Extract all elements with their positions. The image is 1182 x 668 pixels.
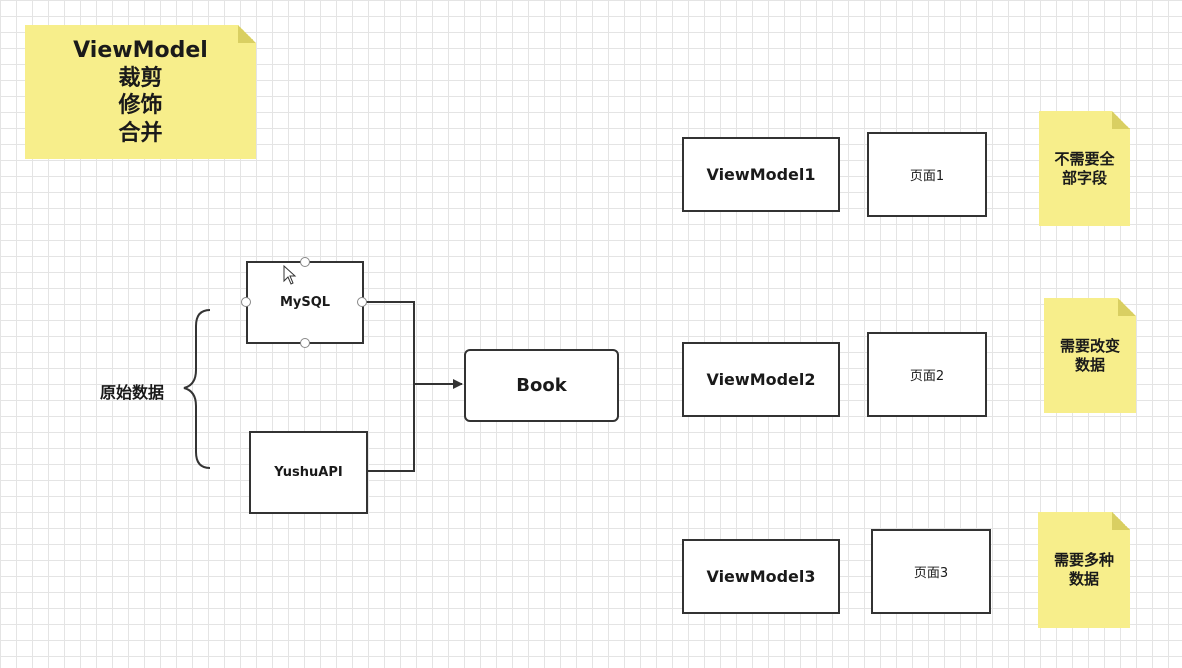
source-label: 原始数据 [100, 383, 165, 402]
side-note-3[interactable]: 需要多种 数据 [1038, 512, 1130, 628]
viewmodel-1-box[interactable]: ViewModel1 [682, 137, 840, 212]
page-3-box[interactable]: 页面3 [871, 529, 991, 614]
page-3-label: 页面3 [913, 566, 949, 581]
cursor-icon [283, 265, 297, 285]
side-note-1-fold [1112, 111, 1130, 129]
title-note-fold [238, 25, 256, 43]
viewmodel-3-label: ViewModel3 [706, 567, 816, 586]
viewmodel-1-label: ViewModel1 [706, 165, 816, 184]
yushu-api-label: YushuAPI [274, 465, 343, 480]
side-note-1[interactable]: 不需要全 部字段 [1039, 111, 1130, 226]
mysql-connector [362, 301, 415, 384]
title-note-text: ViewModel 裁剪 修饰 合并 [73, 38, 208, 146]
viewmodel-2-box[interactable]: ViewModel2 [682, 342, 840, 417]
side-note-3-fold [1112, 512, 1130, 530]
side-note-2-text: 需要改变 数据 [1059, 336, 1120, 374]
book-box[interactable]: Book [464, 349, 619, 422]
page-1-label: 页面1 [909, 169, 945, 184]
mysql-label: MySQL [279, 295, 331, 310]
viewmodel-3-box[interactable]: ViewModel3 [682, 539, 840, 614]
page-2-box[interactable]: 页面2 [867, 332, 987, 417]
mysql-box[interactable]: MySQL [246, 261, 364, 344]
side-note-2-fold [1118, 298, 1136, 316]
mysql-handle-right[interactable] [357, 297, 367, 307]
viewmodel-2-label: ViewModel2 [706, 370, 816, 389]
book-label: Book [516, 375, 567, 396]
side-note-1-text: 不需要全 部字段 [1054, 149, 1115, 187]
source-brace [183, 309, 211, 469]
mysql-handle-bottom[interactable] [300, 338, 310, 348]
mysql-handle-top[interactable] [300, 257, 310, 267]
yushu-connector [366, 384, 415, 472]
mysql-handle-left[interactable] [241, 297, 251, 307]
side-note-3-text: 需要多种 数据 [1053, 551, 1114, 588]
title-note[interactable]: ViewModel 裁剪 修饰 合并 [25, 25, 256, 159]
side-note-2[interactable]: 需要改变 数据 [1044, 298, 1136, 413]
page-1-box[interactable]: 页面1 [867, 132, 987, 217]
page-2-label: 页面2 [909, 369, 945, 384]
yushu-api-box[interactable]: YushuAPI [249, 431, 368, 514]
